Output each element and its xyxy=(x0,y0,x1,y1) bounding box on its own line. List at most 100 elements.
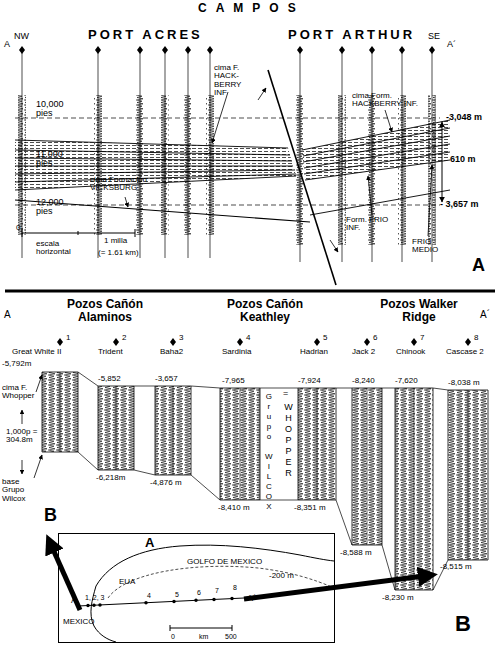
depth-top: -3,657 xyxy=(155,375,178,383)
well-group: Pozos Cañón Keathley xyxy=(210,298,320,323)
leader-arrow xyxy=(212,92,228,143)
thickness-arrow xyxy=(442,122,443,202)
section-end: A´ xyxy=(247,594,256,603)
well-log xyxy=(42,372,488,590)
depth-top: -5,792m xyxy=(2,360,31,368)
well-name: Hadrian xyxy=(300,348,328,356)
well-number: 4 xyxy=(246,334,250,342)
well-number: 5 xyxy=(323,334,327,342)
formation-name: WHOPPER xyxy=(283,402,292,479)
depth-meters: -3,048 m xyxy=(446,113,482,122)
correlation-line xyxy=(78,452,448,590)
panel-letter: B xyxy=(455,612,471,635)
section-end: A´ xyxy=(447,40,456,49)
well-log xyxy=(18,95,436,245)
log-divider xyxy=(60,372,468,590)
depth-base: -6,218m xyxy=(96,474,125,482)
well-name: Cascase 2 xyxy=(446,348,484,356)
scale-bar xyxy=(22,229,135,237)
scale-bar xyxy=(170,625,232,631)
contour-label: -200 m xyxy=(269,572,294,580)
well-number: 7 xyxy=(215,587,219,594)
section-end: A xyxy=(145,536,154,550)
scale-number: (= 1.61 km) xyxy=(98,249,139,257)
depth-top: -7,924 xyxy=(298,377,321,385)
strata-fill xyxy=(15,140,296,190)
well-name: Jack 2 xyxy=(352,348,375,356)
well-number: 1, 2, 3 xyxy=(85,594,104,601)
thickness-arrow xyxy=(22,410,23,424)
well-number: 6 xyxy=(197,589,201,596)
depth-base: -8,230 m xyxy=(382,594,414,602)
section-end: A´ xyxy=(480,310,490,321)
formation-label: Form. FRIO INF. xyxy=(346,216,390,233)
leader-arrow xyxy=(36,375,42,392)
panel-letter: A xyxy=(472,256,485,275)
fault-arrow xyxy=(330,240,338,252)
depth-meters: - 3,657 m xyxy=(440,200,479,209)
well-number: 1 xyxy=(66,334,70,342)
strata-line xyxy=(15,140,296,190)
well-number: 8 xyxy=(474,334,478,342)
depth-base: -8,588 m xyxy=(340,549,372,557)
well-name: Trident xyxy=(98,348,123,356)
scale-number: km xyxy=(199,633,208,640)
panel-divider xyxy=(5,290,495,293)
coastline xyxy=(96,545,334,586)
thickness-label: 1,000p = 304.8m xyxy=(6,428,40,445)
leader-arrow xyxy=(368,176,372,215)
fault-line xyxy=(268,70,336,285)
well-group: Pozos Walker Ridge xyxy=(364,298,474,323)
well-number: 3 xyxy=(179,334,183,342)
depth-top: -8,038 m xyxy=(448,379,480,387)
depth-top: -7,620 xyxy=(395,377,418,385)
section-title: CAMPOS xyxy=(198,2,305,15)
leader-arrow xyxy=(125,197,128,207)
well-number: 5 xyxy=(175,591,179,598)
well-number: 7 xyxy=(420,334,424,342)
well-name: Baha2 xyxy=(160,348,183,356)
leader-arrow xyxy=(428,165,432,236)
sea-name: GOLFO DE MEXICO xyxy=(187,558,262,566)
well-number: 4 xyxy=(147,592,151,599)
scale-number: 0 xyxy=(171,633,175,640)
section-end: A xyxy=(71,596,77,605)
fault-arrow xyxy=(258,88,266,100)
field-name: PORT ARTHUR xyxy=(288,28,415,42)
well-marker xyxy=(57,338,471,346)
thickness-label: 610 m xyxy=(450,155,476,164)
group-name: Grupo WILCOX xyxy=(264,392,272,512)
arrow-letter: B xyxy=(44,506,57,525)
well-marker xyxy=(19,46,435,54)
depth-top: -7,965 xyxy=(222,377,245,385)
pointer-arrow xyxy=(52,547,80,610)
formation-label: base Grupo Wilcox xyxy=(2,478,42,503)
country-name: MEXICO xyxy=(63,618,95,626)
well-name: Sardinia xyxy=(222,348,251,356)
field-name: PORT ACRES xyxy=(88,28,203,42)
depth-label: 10,000 pies xyxy=(36,100,68,119)
direction-label: SE xyxy=(428,32,440,41)
equals-sign: = xyxy=(283,389,288,398)
well-group: Pozos Cañón Alaminos xyxy=(50,298,160,323)
correlation-line xyxy=(78,372,448,390)
scale-number: 1 milla xyxy=(104,237,127,245)
depth-top: -5,852 xyxy=(98,375,121,383)
depth-label: 11,000 pies xyxy=(36,150,68,169)
depth-top: -8,240 xyxy=(352,377,375,385)
country-name: EUA xyxy=(119,578,135,586)
depth-base: -8,410 m xyxy=(218,504,250,512)
location-map: A GOLFO DE MEXICO -200 m EUA A 1, 2, 3 4 5 6 7 8A´… xyxy=(58,533,335,643)
leader-arrow xyxy=(385,110,392,132)
well-number: 2 xyxy=(122,334,126,342)
depth-base: -8,515 m xyxy=(440,563,472,571)
scale-caption: escala horizontal xyxy=(36,240,76,257)
scale-number: 0 xyxy=(16,224,20,232)
formation-label: cima F. Whopper xyxy=(2,384,40,401)
scale-number: 500 xyxy=(225,633,237,640)
leader-arrow xyxy=(34,455,42,478)
formation-label: FRIO MEDIO xyxy=(412,238,452,255)
well-number: 8 xyxy=(233,584,237,591)
well-location xyxy=(88,599,232,606)
section-end: A xyxy=(4,310,11,321)
